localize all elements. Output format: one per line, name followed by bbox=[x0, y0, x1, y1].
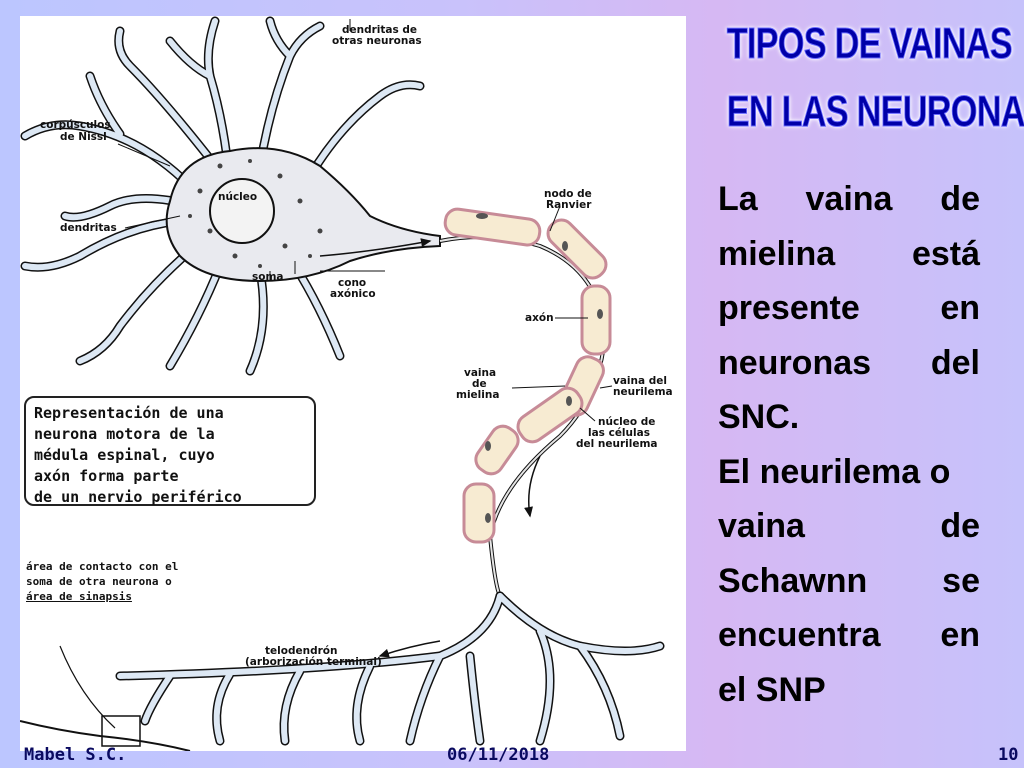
body-line: encuentra en bbox=[718, 608, 980, 663]
slide-title: TIPOS DE VAINAS EN LAS NEURONAS bbox=[726, 10, 1024, 146]
caption-line: Representación de una bbox=[34, 404, 224, 422]
label-vaina-2: de bbox=[472, 378, 487, 390]
body-line: mielina está bbox=[718, 227, 980, 282]
body-word: encuentra bbox=[718, 616, 881, 654]
body-word: El neurilema o bbox=[718, 452, 951, 491]
label-cono-2: axónico bbox=[330, 288, 376, 300]
body-word: SNC. bbox=[718, 398, 800, 436]
body-line: El neurilema o bbox=[718, 445, 980, 500]
body-line: vaina de bbox=[718, 499, 980, 554]
body-word: el SNP bbox=[718, 670, 826, 709]
slide-body-text: La vaina de mielina está presente en neuronas de… bbox=[718, 172, 980, 717]
label-dendritas: dendritas bbox=[60, 222, 117, 234]
label-dendritas-otras-2: otras neuronas bbox=[332, 35, 422, 47]
title-line-2: EN LAS NEURONAS bbox=[726, 87, 1024, 137]
label-vaina-1: vaina bbox=[464, 367, 496, 379]
label-nissl-2: de Nissl bbox=[60, 131, 107, 143]
body-word: se bbox=[942, 561, 980, 600]
footer-date: 06/11/2018 bbox=[447, 745, 550, 765]
body-word: de bbox=[940, 507, 980, 545]
nissl-bodies bbox=[188, 159, 323, 268]
body-word: del bbox=[930, 343, 980, 382]
label-telo-1: telodendrón bbox=[265, 645, 337, 657]
title-line-1: TIPOS DE VAINAS bbox=[726, 19, 1013, 69]
body-line: La vaina de bbox=[718, 172, 980, 227]
body-line: neuronas del bbox=[718, 336, 980, 391]
caption-line: neurona motora de la bbox=[34, 425, 215, 443]
synapse-line: área de sinapsis bbox=[26, 590, 132, 603]
caption-line: axón forma parte bbox=[34, 467, 179, 485]
telodendron bbox=[115, 591, 665, 746]
synapse-line: soma de otra neurona o bbox=[26, 575, 172, 588]
label-cono-1: cono bbox=[338, 277, 366, 289]
body-word: neuronas bbox=[718, 343, 872, 382]
nucleus bbox=[209, 178, 275, 244]
body-word: presente bbox=[718, 289, 860, 327]
caption-line: de un nervio periférico bbox=[34, 488, 242, 506]
neurilema-nuclei bbox=[476, 213, 603, 523]
caption-line: médula espinal, cuyo bbox=[34, 446, 215, 464]
body-word: Schawnn bbox=[718, 561, 868, 600]
body-word: La bbox=[718, 180, 758, 218]
footer-page-number: 10 bbox=[998, 745, 1019, 765]
label-nucleo-cel-1: núcleo de bbox=[598, 416, 655, 428]
body-line: el SNP bbox=[718, 663, 980, 718]
body-line: Schawnn se bbox=[718, 554, 980, 609]
label-nucleo-cel-3: del neurilema bbox=[576, 438, 658, 450]
label-neurilema-2: neurilema bbox=[613, 386, 673, 398]
synapse-line: área de contacto con el bbox=[26, 560, 179, 573]
label-neurilema-1: vaina del bbox=[613, 375, 667, 387]
diagram-caption-box: Representación de una neurona motora de … bbox=[24, 396, 316, 506]
soma-body bbox=[165, 147, 441, 283]
label-nucleo-cel-2: las células bbox=[588, 427, 650, 439]
body-word: en bbox=[940, 289, 980, 327]
body-word: mielina bbox=[718, 234, 836, 273]
label-nodo-2: Ranvier bbox=[546, 199, 592, 211]
label-nissl-1: corpúsculos bbox=[40, 119, 111, 131]
label-soma: soma bbox=[252, 271, 284, 283]
body-word: en bbox=[940, 616, 980, 654]
neuron-illustration: dendritas de otras neuronas corpúsculos … bbox=[20, 16, 673, 751]
body-word: vaina bbox=[718, 507, 805, 545]
footer-author: Mabel S.C. bbox=[24, 745, 127, 765]
label-dendritas-otras-1: dendritas de bbox=[342, 24, 417, 36]
label-nucleo: núcleo bbox=[218, 191, 257, 203]
synapse-label: área de contacto con el soma de otra neu… bbox=[26, 559, 216, 604]
body-line: presente en bbox=[718, 281, 980, 336]
synapse-box bbox=[101, 715, 141, 747]
label-nodo-1: nodo de bbox=[544, 188, 592, 200]
label-axon: axón bbox=[525, 312, 554, 324]
label-telo-2: (arborización terminal) bbox=[245, 656, 382, 668]
body-word: de bbox=[940, 180, 980, 218]
body-word: está bbox=[911, 234, 980, 273]
body-word: vaina bbox=[805, 180, 893, 218]
body-line: SNC. bbox=[718, 390, 980, 445]
label-vaina-3: mielina bbox=[456, 389, 499, 401]
neuron-diagram: dendritas de otras neuronas corpúsculos … bbox=[20, 16, 686, 751]
